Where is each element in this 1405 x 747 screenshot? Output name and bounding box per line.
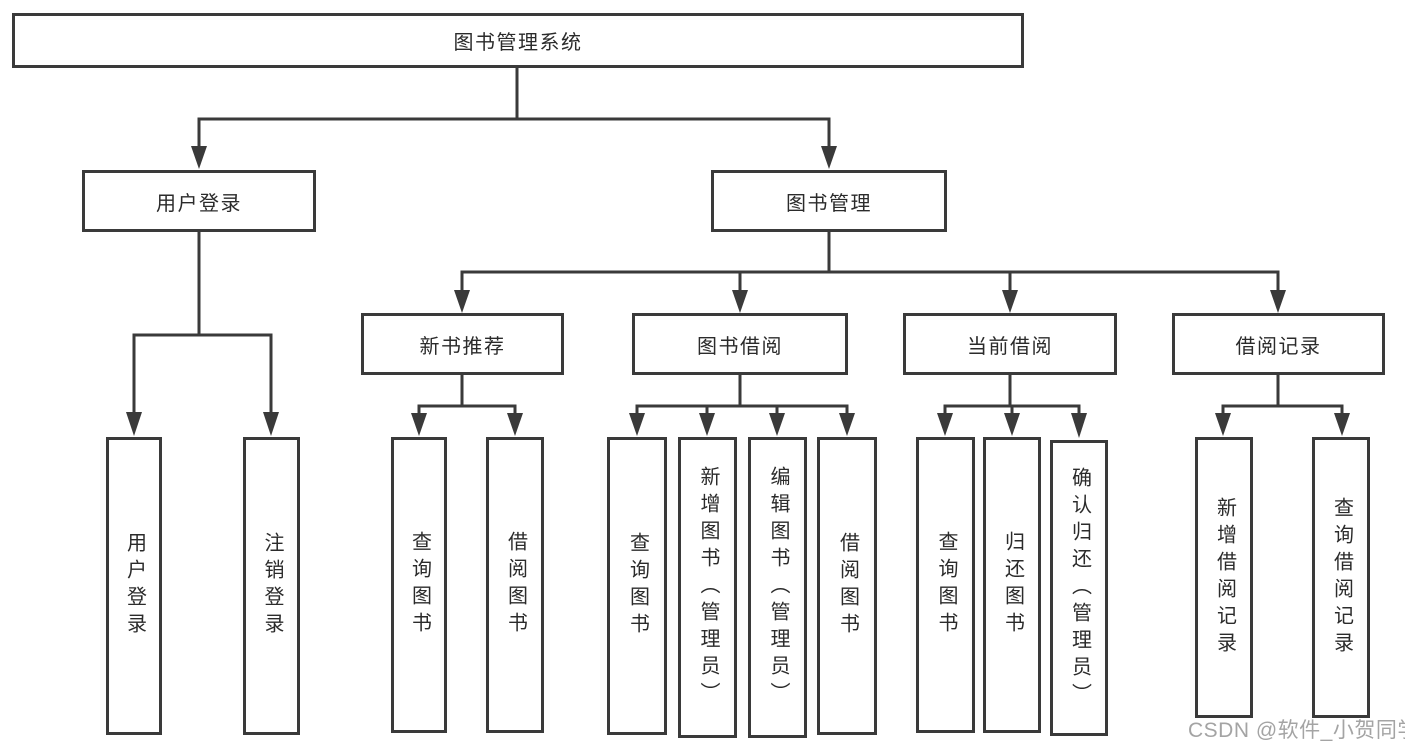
- arrowhead: [1002, 290, 1018, 313]
- edge-bookmgmt-to-groups: [460, 232, 1280, 291]
- edge-records-to-leaves: [1221, 375, 1344, 414]
- edge-root-to-level2: [197, 68, 831, 147]
- leaf-add-borrow-record: 新增借阅记录: [1195, 437, 1253, 718]
- arrowheads: [126, 146, 1350, 438]
- arrowhead: [263, 412, 279, 436]
- leaf-logout: 注销登录: [243, 437, 300, 735]
- leaf-query-books-borrowing: 查询图书: [607, 437, 667, 735]
- leaf-query-books-recommendation: 查询图书: [391, 437, 447, 733]
- leaf-query-borrow-record: 查询借阅记录: [1312, 437, 1370, 718]
- edge-userlogin-to-leaves: [132, 232, 273, 413]
- arrowhead: [732, 290, 748, 313]
- arrowhead: [411, 413, 427, 436]
- leaf-return-books: 归还图书: [983, 437, 1041, 733]
- arrowhead: [507, 413, 523, 436]
- node-library-management-system: 图书管理系统: [12, 13, 1024, 68]
- arrowhead: [629, 413, 645, 436]
- arrowhead: [821, 146, 837, 169]
- edge-newbook-to-leaves: [417, 375, 517, 414]
- arrowhead: [769, 413, 785, 436]
- arrowhead: [699, 413, 715, 436]
- leaf-confirm-return-admin: 确认归还（管理员）: [1050, 440, 1108, 736]
- arrowhead: [839, 413, 855, 436]
- node-current-borrowing: 当前借阅: [903, 313, 1117, 375]
- node-book-borrowing: 图书借阅: [632, 313, 848, 375]
- edge-borrowing-to-leaves: [635, 375, 849, 414]
- node-new-book-recommendation: 新书推荐: [361, 313, 564, 375]
- node-book-management-group: 图书管理: [711, 170, 947, 232]
- node-user-login-group: 用户登录: [82, 170, 316, 232]
- edge-current-to-leaves: [943, 375, 1081, 414]
- leaf-edit-books-admin: 编辑图书（管理员）: [748, 437, 807, 738]
- arrowhead: [1071, 413, 1087, 438]
- leaf-add-books-admin: 新增图书（管理员）: [678, 437, 737, 738]
- leaf-user-login: 用户登录: [106, 437, 162, 735]
- arrowhead: [126, 412, 142, 436]
- leaf-borrow-books-borrowing: 借阅图书: [817, 437, 877, 735]
- arrowhead: [1215, 413, 1231, 436]
- arrowhead: [937, 413, 953, 436]
- arrowhead: [1270, 290, 1286, 313]
- arrowhead: [454, 290, 470, 313]
- arrowhead: [1004, 413, 1020, 436]
- arrowhead: [191, 146, 207, 169]
- leaf-query-books-current: 查询图书: [916, 437, 975, 733]
- node-borrowing-records: 借阅记录: [1172, 313, 1385, 375]
- csdn-watermark: CSDN @软件_小贺同学: [1188, 719, 1405, 742]
- leaf-borrow-books-recommendation: 借阅图书: [486, 437, 544, 733]
- arrowhead: [1334, 413, 1350, 436]
